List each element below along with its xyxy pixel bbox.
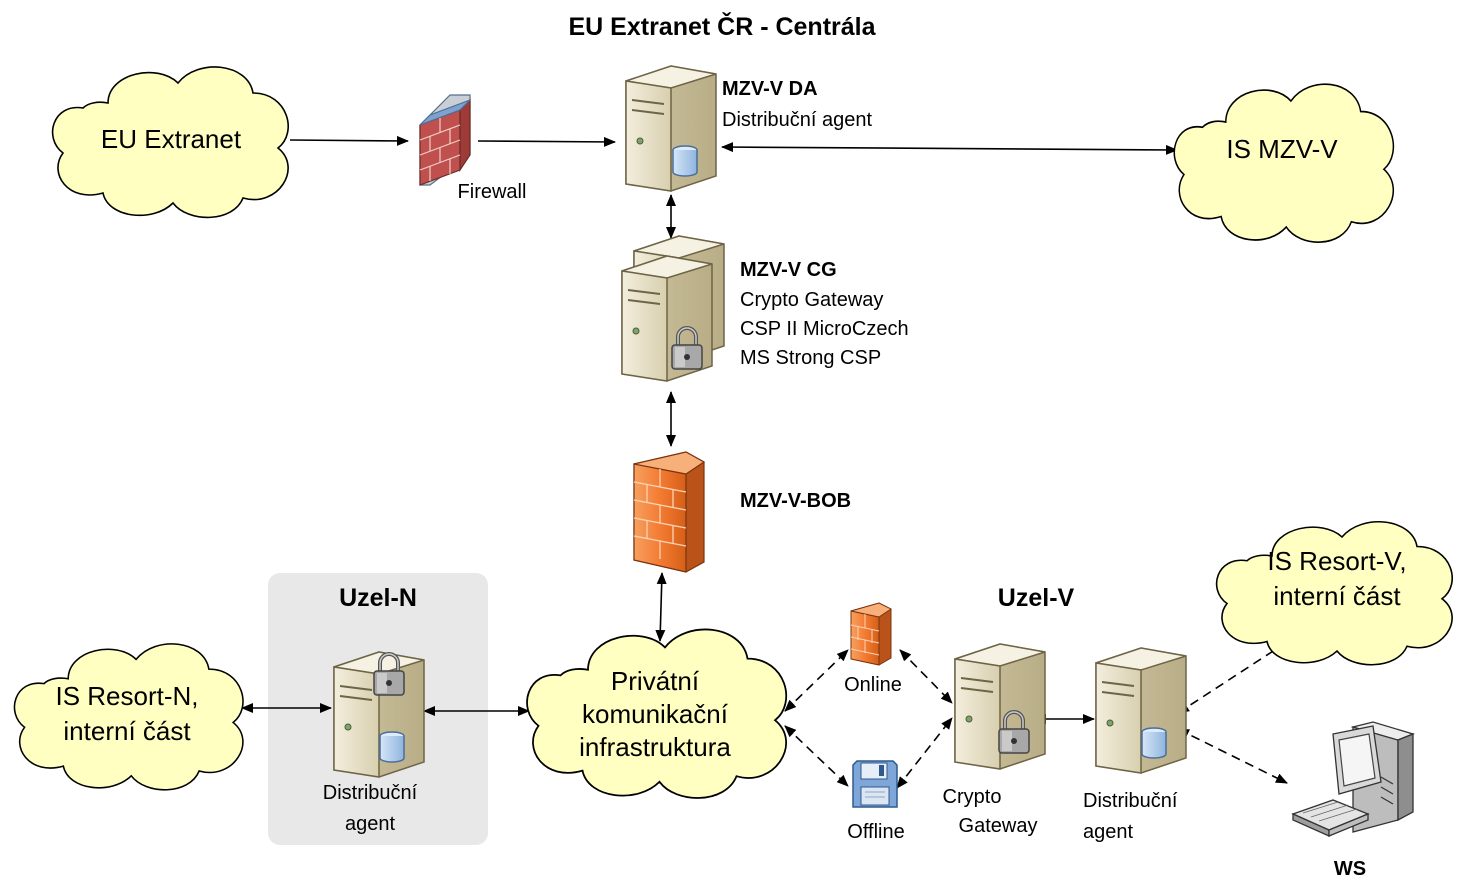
firewall-to-da-line — [477, 136, 616, 147]
uzel-n-server-icon — [333, 651, 425, 778]
crypto-gateway-server-icon — [954, 643, 1046, 770]
online-to-cryptogw-line — [899, 649, 953, 704]
cloud-is-resort-v-line1: IS Resort-V, — [1267, 546, 1406, 576]
offline-floppy-icon — [852, 760, 898, 808]
cloud-is-mzv-v-label: IS MZV-V — [1226, 134, 1338, 164]
da-to-ismzv-line — [721, 142, 1178, 155]
mzv-cg-line1: Crypto Gateway — [740, 289, 883, 311]
distrib-agent-v-line2: agent — [1083, 821, 1133, 843]
agent-to-ws-line — [1177, 728, 1288, 784]
workstation-icon — [1291, 721, 1415, 838]
cloud-is-resort-v-line2: interní část — [1273, 581, 1401, 611]
cloud-eu-extranet-label: EU Extranet — [101, 124, 242, 154]
bob-label: MZV-V-BOB — [740, 490, 851, 512]
cloud-is-resort-n-line2: interní část — [63, 716, 191, 746]
mzv-cg-line3: MS Strong CSP — [740, 347, 881, 369]
privatni-to-online-line — [784, 649, 849, 712]
uzel-n-title: Uzel-N — [339, 584, 417, 612]
cloud-privatni-line3: infrastruktura — [579, 732, 731, 762]
crypto-gateway-line1: Crypto — [943, 786, 1002, 808]
offline-to-cryptogw-line — [896, 717, 953, 789]
agent-to-resortv-line — [1177, 641, 1288, 714]
distrib-agent-v-server-icon — [1095, 647, 1187, 774]
privatni-to-offline-line — [784, 725, 849, 787]
mzv-cg-line2: CSP II MicroCzech — [740, 318, 909, 340]
offline-label: Offline — [847, 821, 904, 843]
crypto-gateway-line2: Gateway — [959, 815, 1038, 837]
bob-to-privatni-line — [655, 572, 667, 642]
cloud-privatni-line1: Privátní — [611, 666, 700, 696]
mzv-da-desc: Distribuční agent — [722, 109, 873, 131]
online-label: Online — [844, 674, 902, 696]
uzel-n-agent-line2: agent — [345, 813, 395, 835]
firewall-icon — [419, 94, 471, 186]
connectors — [241, 135, 1288, 789]
bob-firewall-icon — [633, 451, 706, 573]
diagram-title: EU Extranet ČR - Centrála — [568, 11, 876, 41]
mzv-da-title: MZV-V DA — [722, 78, 818, 100]
cloud-privatni-line2: komunikační — [582, 699, 729, 729]
mzv-da-server-icon — [625, 65, 717, 192]
uzel-v-title: Uzel-V — [998, 584, 1075, 612]
cloud-is-resort-n-line1: IS Resort-N, — [55, 681, 198, 711]
online-firewall-icon — [850, 602, 892, 666]
eu-to-firewall-line — [289, 135, 409, 146]
uzel-n-agent-line1: Distribuční — [323, 782, 418, 804]
distrib-agent-v-line1: Distribuční — [1083, 790, 1178, 812]
firewall-label: Firewall — [458, 181, 527, 203]
mzv-cg-server-icon — [621, 235, 725, 382]
mzv-cg-title: MZV-V CG — [740, 259, 837, 281]
ws-label: WS — [1334, 858, 1366, 880]
